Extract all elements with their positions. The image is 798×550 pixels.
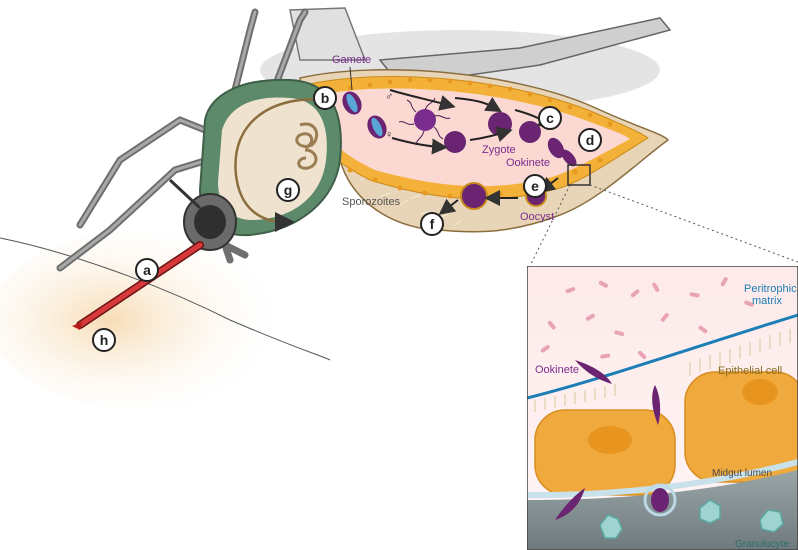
midgut-wall-inset	[527, 266, 798, 550]
inset-label-ookinete: Ookinete	[535, 364, 579, 376]
male-symbol: ♂	[385, 91, 393, 103]
host-skin	[0, 230, 330, 410]
step-letter-c: c	[546, 110, 554, 126]
step-badge-a: a	[136, 259, 158, 281]
step-badge-c: c	[539, 107, 561, 129]
step-badge-b: b	[314, 87, 336, 109]
step-badge-h: h	[93, 329, 115, 351]
step-letter-e: e	[531, 178, 539, 194]
step-letter-f: f	[430, 216, 435, 232]
step-badge-g: g	[277, 179, 299, 201]
label-ookinete: Ookinete	[506, 157, 550, 169]
step-letter-g: g	[284, 182, 293, 198]
label-sporozoites: Sporozoites	[342, 196, 401, 208]
inset-label-epithelial-cell: Epithelial cell	[718, 365, 782, 377]
step-letter-a: a	[143, 262, 151, 278]
female-symbol: ♀	[385, 129, 393, 141]
inset-label-granulocyte: Granulocyte	[735, 539, 789, 550]
step-badge-d: d	[579, 129, 601, 151]
step-letter-h: h	[100, 332, 109, 348]
step-letter-b: b	[321, 90, 330, 106]
step-badge-f: f	[421, 213, 443, 235]
label-gamete: Gamete	[332, 54, 371, 66]
label-oocyst: Oocyst	[520, 211, 554, 223]
step-letter-d: d	[586, 132, 595, 148]
step-badge-e: e	[524, 175, 546, 197]
inset-label-midgut-lumen: Midgut lumen	[712, 468, 772, 479]
label-zygote: Zygote	[482, 144, 516, 156]
